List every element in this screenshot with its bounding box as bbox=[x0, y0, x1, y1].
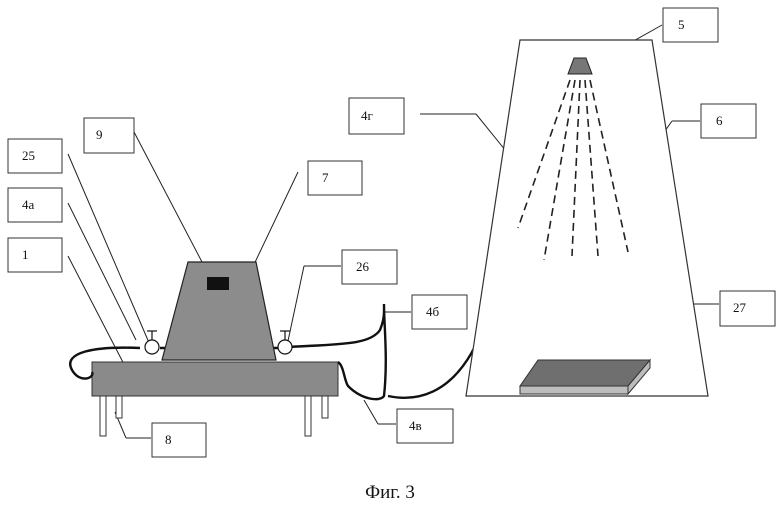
label-box-8 bbox=[152, 423, 206, 457]
table-leg-2 bbox=[116, 396, 122, 418]
label-box-27 bbox=[720, 291, 775, 326]
label-4a: 4а bbox=[22, 198, 34, 211]
label-box-25 bbox=[8, 139, 62, 173]
label-26: 26 bbox=[356, 260, 369, 273]
sample-plate-top bbox=[520, 360, 650, 386]
label-box-4g bbox=[349, 98, 404, 134]
label-6: 6 bbox=[716, 114, 723, 127]
label-box-6 bbox=[701, 104, 756, 138]
label-box-5 bbox=[663, 8, 718, 42]
label-7: 7 bbox=[322, 171, 329, 184]
label-5: 5 bbox=[678, 18, 685, 31]
leader-26b bbox=[288, 266, 304, 341]
chamber-outline bbox=[466, 40, 708, 396]
label-box-26 bbox=[342, 250, 397, 284]
label-box-4b bbox=[412, 295, 467, 329]
label-27: 27 bbox=[733, 301, 746, 314]
leader-4a bbox=[68, 203, 136, 340]
label-8: 8 bbox=[165, 433, 172, 446]
label-box-4v bbox=[397, 409, 453, 443]
table-top bbox=[92, 362, 338, 396]
table-leg-1 bbox=[100, 396, 106, 436]
label-4b: 4б bbox=[426, 305, 439, 318]
label-9: 9 bbox=[96, 128, 103, 141]
label-box-1 bbox=[8, 238, 62, 272]
device-housing bbox=[162, 262, 276, 360]
valve-25 bbox=[145, 331, 159, 354]
display-panel bbox=[207, 277, 229, 290]
label-4v: 4в bbox=[409, 419, 422, 432]
table-leg-3 bbox=[305, 396, 311, 436]
label-25: 25 bbox=[22, 149, 35, 162]
leader-25 bbox=[68, 154, 150, 345]
figure-caption: Фиг. 3 bbox=[0, 482, 780, 504]
label-4g: 4г bbox=[361, 109, 373, 122]
label-box-9 bbox=[84, 118, 134, 153]
label-box-4a bbox=[8, 188, 62, 222]
leader-4v-b bbox=[364, 400, 378, 424]
table-leg-4 bbox=[322, 396, 328, 418]
label-1: 1 bbox=[22, 248, 29, 261]
sample-plate-edge bbox=[520, 386, 628, 394]
leader-9 bbox=[134, 132, 213, 283]
label-box-7 bbox=[308, 161, 362, 195]
